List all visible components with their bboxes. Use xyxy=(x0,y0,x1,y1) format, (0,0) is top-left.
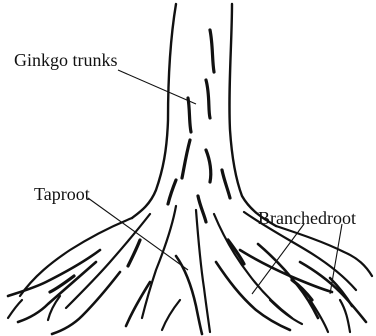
trunk-label: Ginkgo trunks xyxy=(14,50,118,70)
branchedroot-label: Branchedroot xyxy=(258,208,356,228)
trunk-drawing xyxy=(132,4,276,226)
taproot-leader-line xyxy=(88,198,188,270)
trunk-leader-line xyxy=(118,70,196,104)
taproot-label: Taproot xyxy=(34,184,90,204)
